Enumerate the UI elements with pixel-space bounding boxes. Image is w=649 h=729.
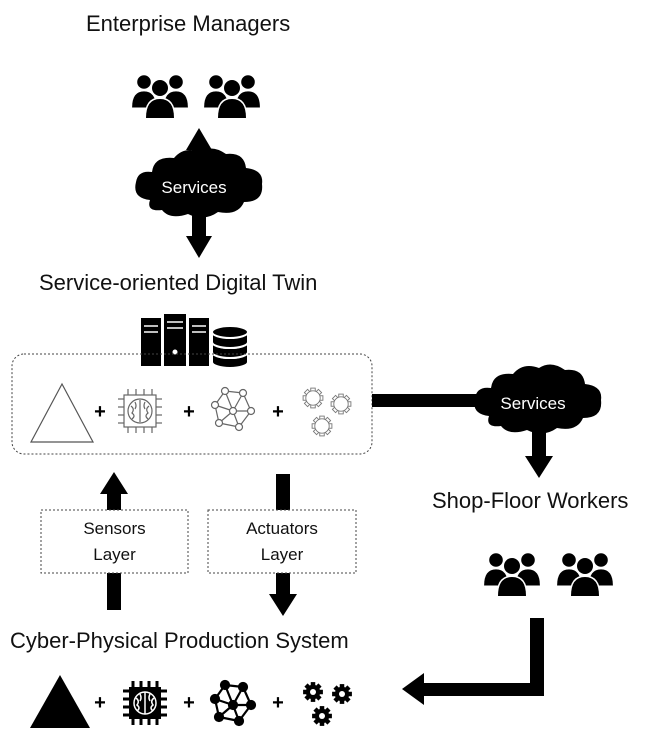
actuators-layer-line2: Layer — [260, 545, 304, 564]
plus-sign: + — [272, 692, 284, 714]
plus-sign: + — [94, 692, 106, 714]
server-rack-icon — [141, 314, 209, 366]
gears-outline-icon — [302, 387, 352, 437]
shop-floor-workers-title: Shop-Floor Workers — [432, 488, 629, 513]
enterprise-managers-title: Enterprise Managers — [86, 11, 291, 36]
cpps-title: Cyber-Physical Production System — [10, 628, 349, 653]
shop-floor-people-icon-left — [484, 553, 540, 596]
services-cloud-right-label: Services — [500, 394, 565, 413]
sensors-layer-line1: Sensors — [83, 519, 146, 538]
plus-sign: + — [183, 401, 195, 423]
sensors-layer-line2: Layer — [93, 545, 136, 564]
brain-chip-outline-icon — [117, 388, 163, 434]
workers-to-cpps-elbow-arrow — [402, 618, 544, 705]
database-icon — [211, 325, 249, 369]
services-cloud-top-label: Services — [161, 178, 226, 197]
twin-to-services-connector — [372, 394, 492, 407]
sensors-layer-label: Sensors Layer — [41, 516, 188, 568]
triangle-outline-icon — [29, 382, 95, 443]
sensors-layer-box — [40, 509, 189, 574]
plus-sign: + — [183, 692, 195, 714]
triangle-solid-icon — [30, 675, 90, 728]
actuators-layer-box — [207, 509, 357, 574]
actuators-layer-line1: Actuators — [246, 519, 318, 538]
gears-solid-icon — [303, 682, 352, 726]
services-to-workers-arrow — [525, 428, 553, 478]
digital-twin-title: Service-oriented Digital Twin — [39, 270, 318, 295]
actuators-layer-label: Actuators Layer — [208, 516, 356, 568]
plus-sign: + — [94, 401, 106, 423]
plus-sign: + — [272, 401, 284, 423]
shop-floor-people-icon-right — [557, 553, 613, 596]
brain-chip-solid-icon — [121, 679, 169, 727]
network-solid-icon — [209, 679, 257, 727]
enterprise-managers-people-icon-left — [132, 75, 188, 118]
enterprise-managers-people-icon-right — [204, 75, 260, 118]
network-outline-icon — [210, 386, 256, 432]
